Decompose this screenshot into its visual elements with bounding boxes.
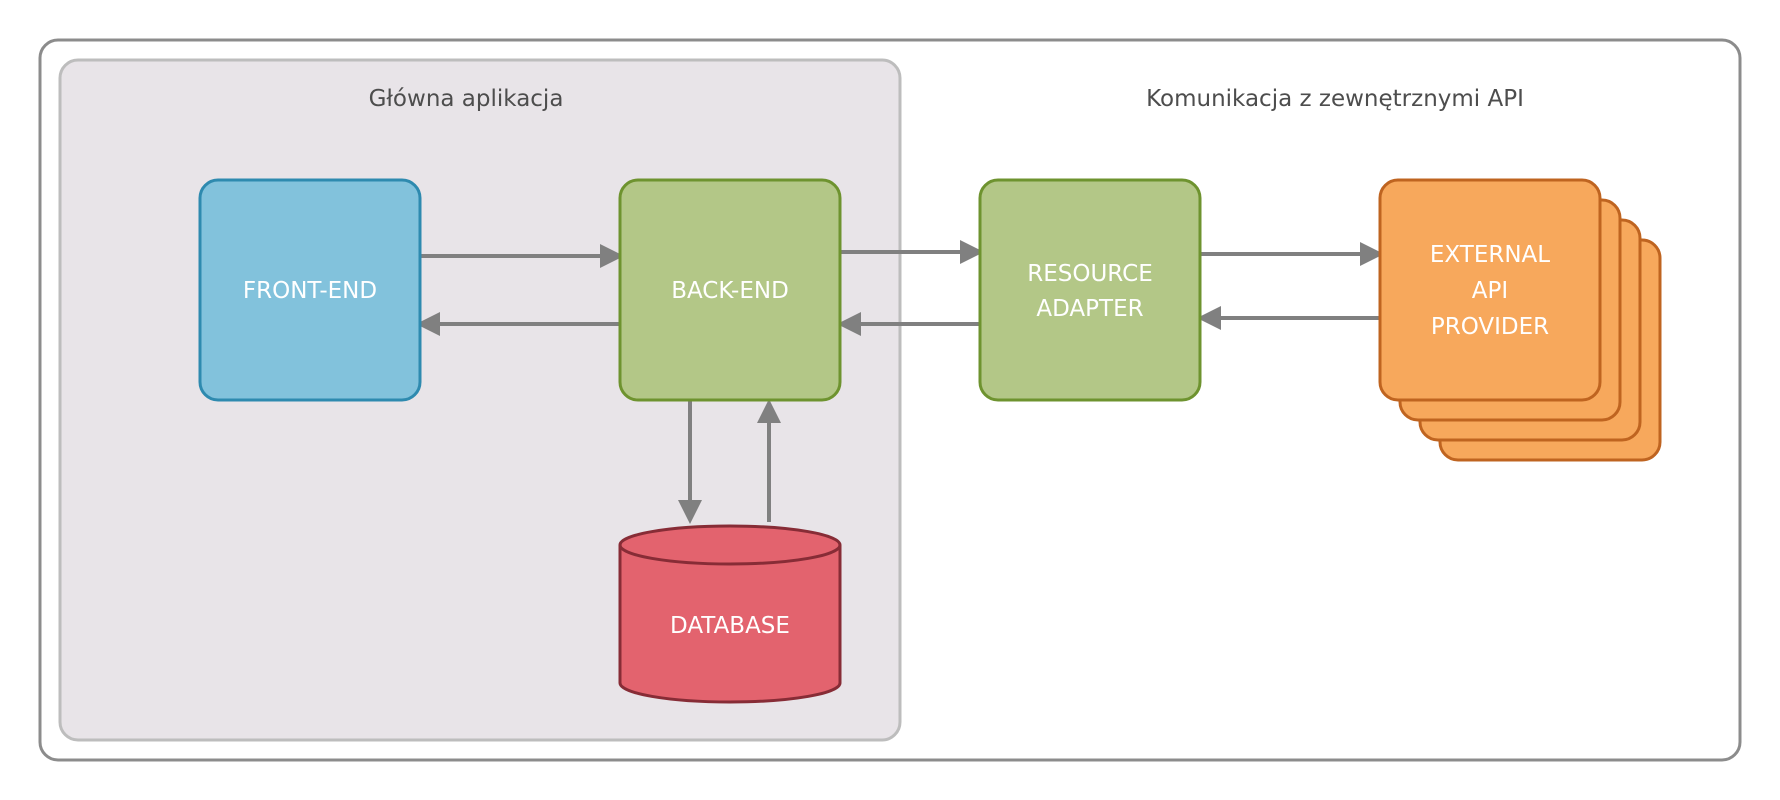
frontend-node: FRONT-END — [198, 178, 422, 402]
provider-label-line1: EXTERNAL — [1430, 242, 1550, 268]
adapter-label-line2: ADAPTER — [1036, 296, 1143, 322]
provider-card-front — [1378, 178, 1602, 402]
backend-node: BACK-END — [618, 178, 842, 402]
external-api-provider-stack: EXTERNAL API PROVIDER — [1378, 178, 1662, 462]
database-top — [618, 524, 842, 566]
main-app-group-title: Główna aplikacja — [369, 86, 564, 112]
backend-label: BACK-END — [671, 278, 789, 304]
adapter-label-line1: RESOURCE — [1027, 261, 1152, 287]
resource-adapter-node: RESOURCE ADAPTER — [978, 178, 1202, 402]
database-node: DATABASE — [618, 524, 842, 704]
frontend-label: FRONT-END — [243, 278, 377, 304]
external-group-title: Komunikacja z zewnętrznymi API — [1146, 86, 1524, 112]
database-body — [618, 545, 842, 704]
provider-label-line2: API — [1472, 278, 1508, 304]
database-label: DATABASE — [670, 613, 790, 639]
provider-label-line3: PROVIDER — [1431, 314, 1549, 340]
